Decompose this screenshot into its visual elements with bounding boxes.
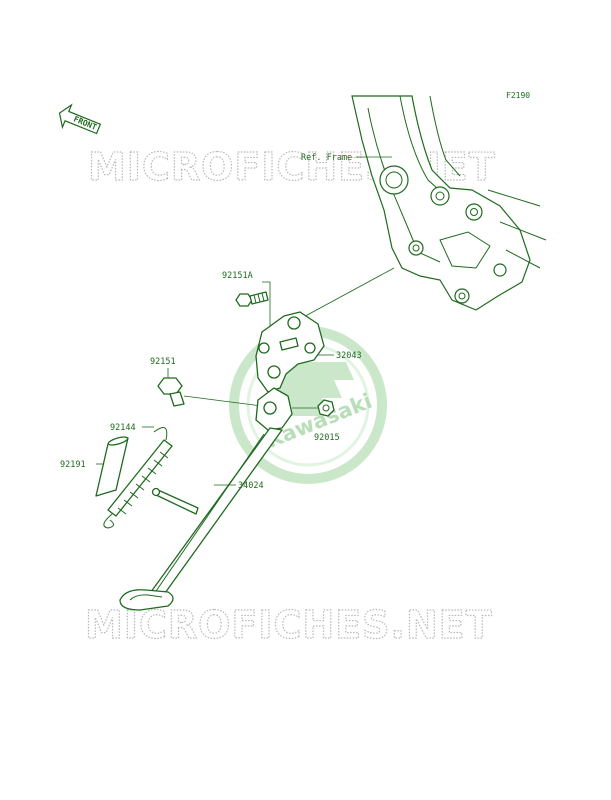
leader-92151-to-stand xyxy=(183,395,263,407)
leader-92151A xyxy=(262,281,271,332)
spring-pin xyxy=(151,487,199,515)
front-arrow-icon xyxy=(58,103,102,135)
nut-92015 xyxy=(317,399,335,417)
side-stand-34024 xyxy=(119,387,293,611)
label-32043: 32043 xyxy=(336,351,362,361)
bolt-92151 xyxy=(157,377,185,407)
ref-frame-label: Ref. Frame xyxy=(301,153,352,163)
sleeve-92191 xyxy=(95,436,129,497)
watermark-bottom: MICROFICHES.NET xyxy=(85,603,493,647)
bracket-32043 xyxy=(255,311,325,393)
spring-92144 xyxy=(103,427,173,529)
label-92151A: 92151A xyxy=(222,271,253,281)
label-92191: 92191 xyxy=(60,460,86,470)
label-92144: 92144 xyxy=(110,423,136,433)
frame-bracket-leader xyxy=(297,267,395,321)
label-92015: 92015 xyxy=(314,433,340,443)
figure-code: F2190 xyxy=(506,91,530,100)
label-92151: 92151 xyxy=(150,357,176,367)
bolt-92151A xyxy=(235,291,269,307)
frame-reference xyxy=(351,95,547,311)
label-34024: 34024 xyxy=(238,481,264,491)
